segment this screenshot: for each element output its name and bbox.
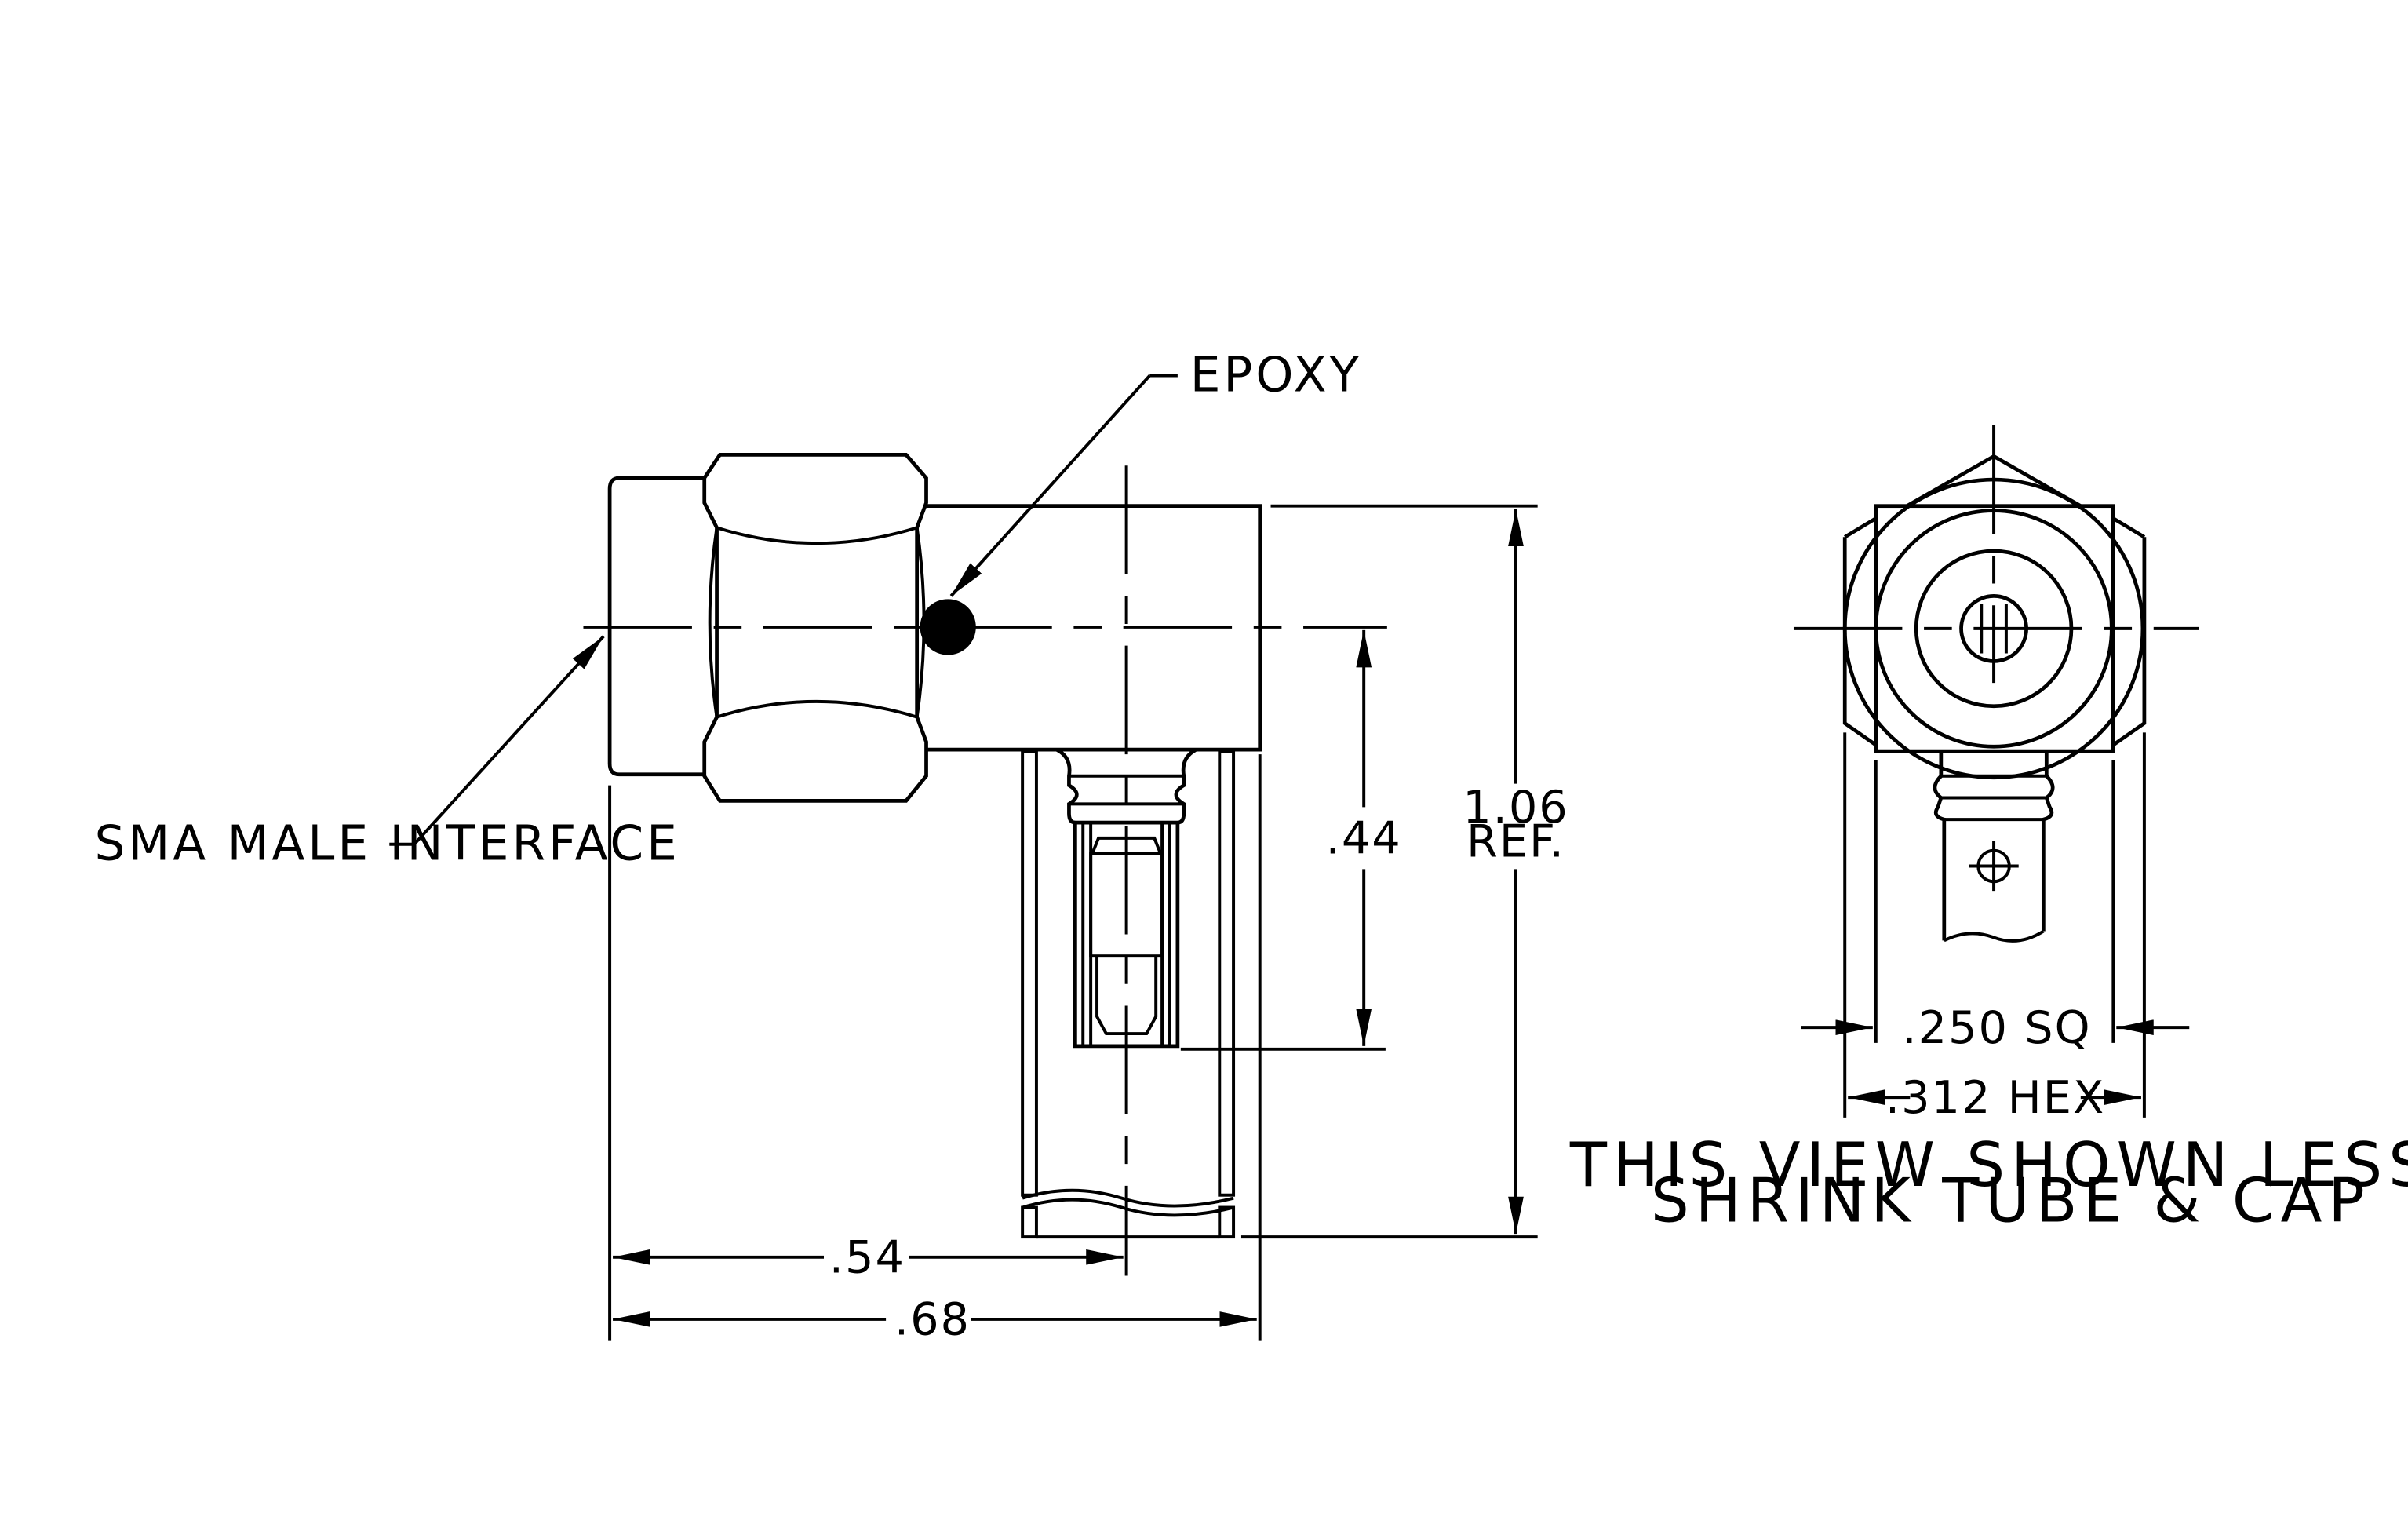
- interface-callout: SMA MALE INTERFACE: [95, 635, 680, 872]
- view-note-line1: THIS VIEW SHOWN LESS: [1569, 1130, 2408, 1201]
- dim-overall-width: .68: [613, 1293, 1257, 1346]
- dim-square-text: .250 SQ: [1902, 1001, 2091, 1054]
- dim-overall-height: 1.06 REF.: [1463, 509, 1569, 1235]
- extension-lines: [608, 504, 1538, 1341]
- epoxy-callout: EPOXY: [949, 347, 1362, 597]
- dim-overall-width-text: .68: [894, 1293, 971, 1346]
- dim-hex: .312 HEX: [1848, 1071, 2141, 1124]
- side-view: .44 1.06 REF. .54 .68 EPOXY: [95, 347, 1569, 1346]
- interface-label: SMA MALE INTERFACE: [95, 816, 680, 872]
- epoxy-label: EPOXY: [1190, 347, 1362, 403]
- end-view: .250 SQ .312 HEX THIS VIEW SHOWN LESS SH…: [1569, 425, 2408, 1236]
- dim-height: .44: [1326, 629, 1402, 1046]
- ferrule: [1055, 748, 1197, 1049]
- view-note-line2: SHRINK TUBE & CAP: [1651, 1165, 2371, 1236]
- dim-overall-height-text: 1.06: [1463, 781, 1569, 833]
- end-view-ferrule: [1933, 751, 2055, 943]
- dim-centerline-width-text: .54: [829, 1231, 905, 1284]
- dim-height-text: .44: [1326, 812, 1402, 865]
- end-view-extension-lines: [1843, 732, 2146, 1118]
- dim-overall-height-ref: REF.: [1466, 815, 1565, 868]
- dim-square: .250 SQ: [1801, 1001, 2190, 1054]
- dim-hex-text: .312 HEX: [1885, 1071, 2105, 1124]
- shrink-tube: [1021, 750, 1236, 1239]
- dim-centerline-width: .54: [613, 1231, 1124, 1284]
